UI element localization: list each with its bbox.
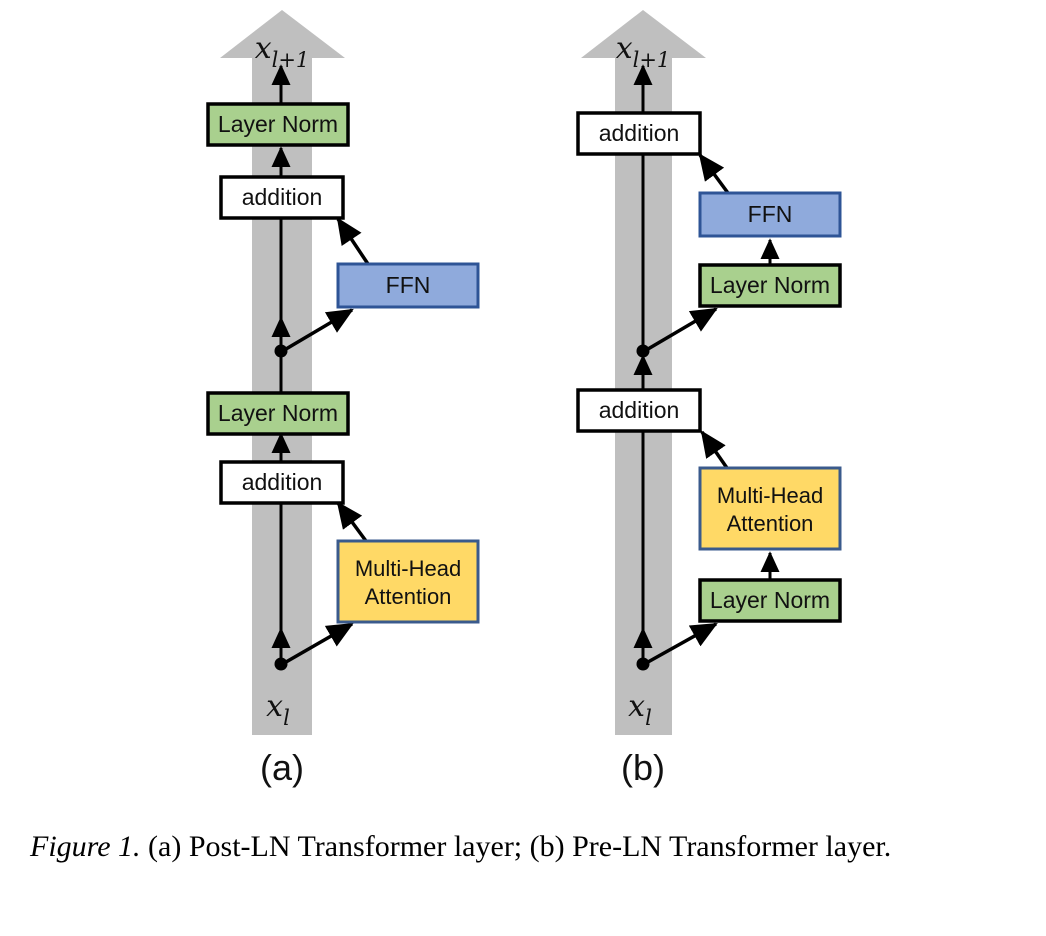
branch-point-b-bottom [636,657,650,671]
block-b-multi-head-attention[interactable]: Multi-Head Attention [698,466,842,551]
connector-b-attention-to-addition [700,430,729,469]
block-a-addition-bottom[interactable]: addition [219,460,345,505]
block-label: Layer Norm [218,111,338,137]
block-label-line1: Multi-Head [355,556,461,581]
figure-caption: Figure 1. (a) Post-LN Transformer layer;… [30,826,1020,869]
connector-a-ffn-to-addition [336,217,370,265]
panel-b: addition FFN Layer Norm addition Multi-H… [576,10,842,788]
block-b-layer-norm-upper[interactable]: Layer Norm [698,263,842,308]
block-b-layer-norm-lower[interactable]: Layer Norm [698,578,842,623]
connector-a-attention-to-addition [336,501,368,543]
output-variable-b: xl+1 [616,31,671,72]
panel-label-a: (a) [260,747,304,788]
branch-point-a-bottom [274,657,288,671]
block-label: addition [242,469,323,495]
branch-point-a-middle [274,344,288,358]
block-a-layer-norm-top[interactable]: Layer Norm [206,102,350,147]
block-label-line2: Attention [365,584,452,609]
caption-body: (a) Post-LN Transformer layer; (b) Pre-L… [140,830,892,863]
connector-b-ffn-to-addition [698,153,730,195]
caption-figure-number: Figure 1. [30,830,141,863]
block-label: FFN [386,272,431,298]
block-label: addition [599,120,680,146]
block-a-layer-norm-bottom[interactable]: Layer Norm [206,391,350,436]
connector-a-to-ffn [285,308,354,351]
block-b-addition-bottom[interactable]: addition [576,388,702,433]
block-label-line1: Multi-Head [717,483,823,508]
input-variable-a: xl [266,689,290,730]
block-a-ffn[interactable]: FFN [336,262,480,309]
connector-b-to-layer-norm-upper [647,307,718,351]
block-label: Layer Norm [710,587,830,613]
block-label: Layer Norm [710,272,830,298]
panel-a: Layer Norm addition FFN Layer Norm addit… [206,10,480,788]
branch-point-b-middle [636,344,650,358]
block-label: Layer Norm [218,400,338,426]
block-b-addition-top[interactable]: addition [576,111,702,156]
block-b-ffn[interactable]: FFN [698,191,842,238]
transformer-layer-diagram: Layer Norm addition FFN Layer Norm addit… [206,10,842,788]
block-a-multi-head-attention[interactable]: Multi-Head Attention [336,539,480,624]
block-label: addition [599,397,680,423]
connector-b-to-layer-norm-lower [647,622,718,664]
connector-a-to-attention [285,622,354,664]
block-a-addition-top[interactable]: addition [219,175,345,220]
block-label: addition [242,184,323,210]
output-variable-a: xl+1 [255,31,310,72]
block-label-line2: Attention [727,511,814,536]
panel-label-b: (b) [621,747,665,788]
block-label: FFN [748,201,793,227]
input-variable-b: xl [628,689,652,730]
